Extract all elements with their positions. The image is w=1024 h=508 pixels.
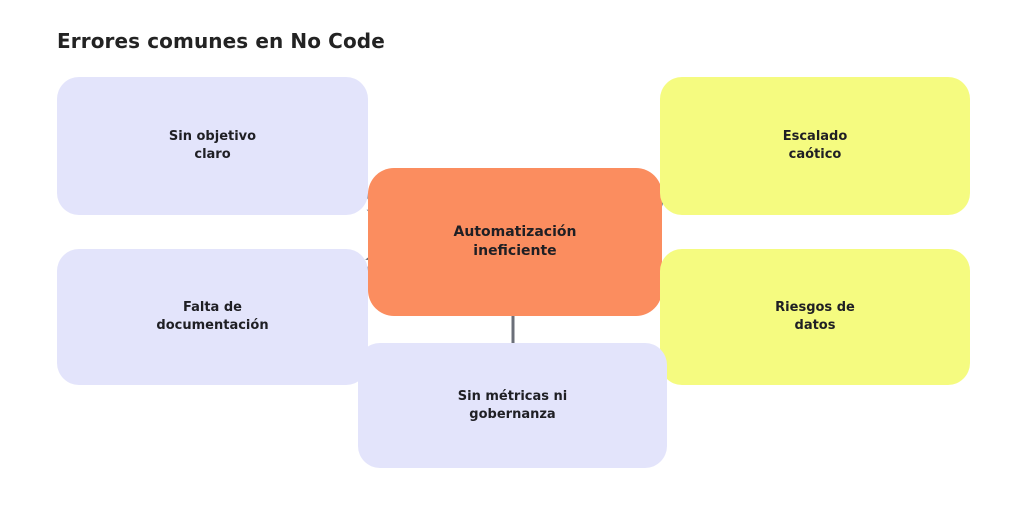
page-title: Errores comunes en No Code [57,29,385,53]
node-automatizacion-ineficiente[interactable]: Automatización ineficiente [368,168,662,316]
node-label: Sin objetivo claro [168,129,257,162]
node-sin-metricas-ni-gobernanza[interactable]: Sin métricas ni gobernanza [358,343,667,468]
node-sin-objetivo-claro[interactable]: Sin objetivo claro [57,77,368,215]
node-riesgos-de-datos[interactable]: Riesgos de datos [660,249,970,385]
node-label: Riesgos de datos [775,300,855,333]
node-label: Falta de documentación [156,300,269,333]
node-label: Sin métricas ni gobernanza [457,388,568,422]
node-label: Automatización ineficiente [453,224,577,259]
node-falta-de-documentacion[interactable]: Falta de documentación [57,249,368,385]
node-label: Escalado caótico [782,129,848,162]
node-escalado-caotico[interactable]: Escalado caótico [660,77,970,215]
